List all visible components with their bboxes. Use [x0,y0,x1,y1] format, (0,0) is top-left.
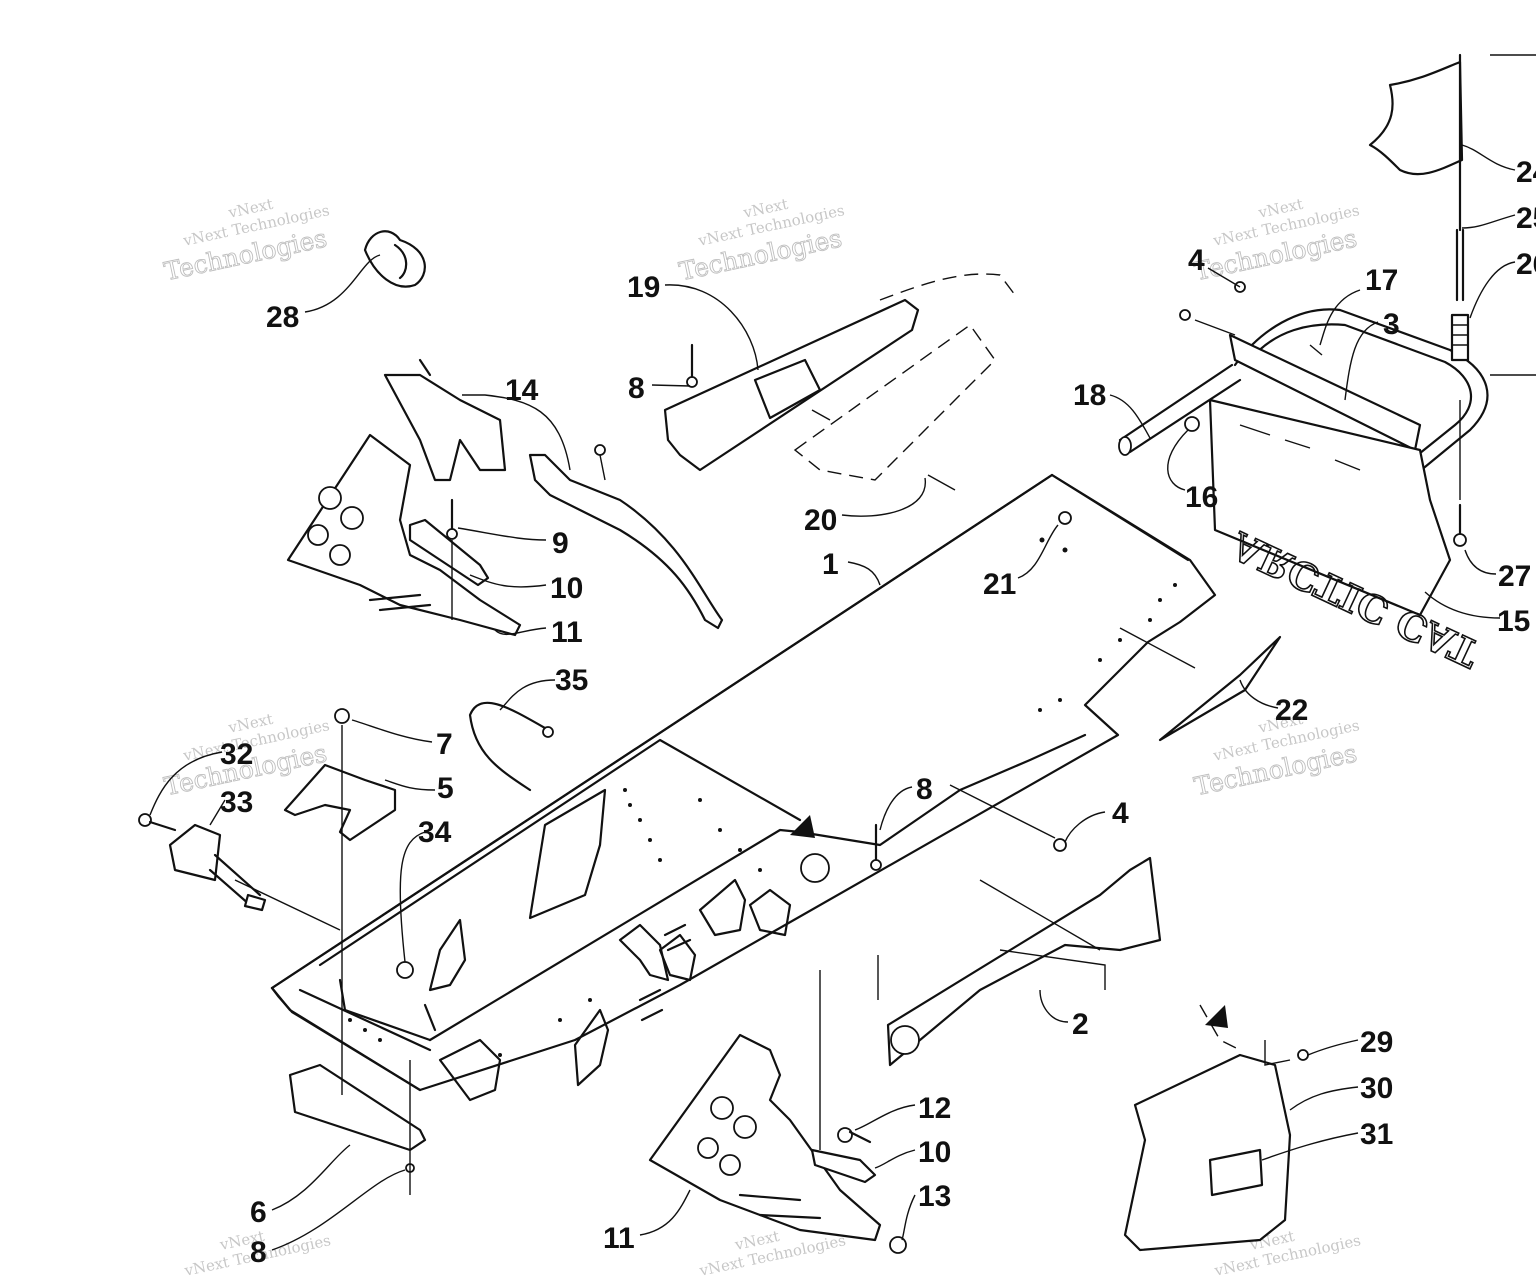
callout-14: 14 [505,374,539,407]
callout-2: 2 [1072,1008,1089,1041]
leader-lines [149,144,1516,1251]
callout-8-bottom: 8 [250,1236,267,1269]
callout-4-top: 4 [1188,244,1205,277]
callout-32: 32 [220,738,253,771]
callout-28: 28 [266,301,299,334]
part-upper-bracket [383,358,507,482]
callout-10-bottom: 10 [918,1136,951,1169]
callout-15: 15 [1497,605,1530,638]
part-handle-bracket [663,273,1016,491]
callout-33: 33 [220,786,253,819]
direction-arrows [790,815,1228,1028]
callout-13: 13 [918,1180,951,1213]
assembly-guide-lines [234,54,1536,1195]
part-footrest-left [286,433,522,637]
part-grab-bar [528,453,724,630]
callout-29: 29 [1360,1026,1393,1059]
callout-22: 22 [1275,694,1308,727]
part-side-rail [886,856,1162,1067]
part-cable [468,701,554,792]
callout-8-mid: 8 [916,773,933,806]
callout-20: 20 [804,504,837,537]
arrow-icon-left [790,815,815,838]
callout-34: 34 [418,816,452,849]
callout-1: 1 [822,548,839,581]
part-mount-bracket [283,763,397,842]
part-tunnel [270,473,1217,1102]
part-clamp [363,230,426,288]
part-small-bracket-upper [408,518,490,587]
callout-17: 17 [1365,264,1398,297]
callout-10-top: 10 [550,572,583,605]
callout-30: 30 [1360,1072,1393,1105]
arrow-icon-right [1205,1005,1228,1028]
callout-21: 21 [983,568,1016,601]
part-snow-flap: ARCTIC CAT [1208,398,1487,677]
callout-31: 31 [1360,1118,1393,1151]
callout-labels: 28 14 19 8 9 10 11 20 1 21 4 17 3 18 16 … [220,156,1536,1269]
callout-26: 26 [1516,248,1536,281]
callout-4-mid: 4 [1112,797,1129,830]
callout-18: 18 [1073,379,1106,412]
callout-11-top: 11 [551,616,583,649]
part-small-bracket-lower [810,1148,877,1184]
callout-12: 12 [918,1092,951,1125]
part-rear-cover [1123,1004,1292,1252]
tunnel-rivets [348,537,1177,1057]
callout-6: 6 [250,1196,267,1229]
part-taillight [168,823,267,912]
fasteners [138,281,1467,1254]
callout-5: 5 [437,772,454,805]
callout-35: 35 [555,664,588,697]
callout-25: 25 [1516,202,1536,235]
callout-16: 16 [1185,481,1218,514]
callout-24: 24 [1516,156,1536,189]
callout-7: 7 [436,728,453,761]
watermark-top-right: vNext vNext Technologies Technologies [1191,195,1361,287]
callout-11-bottom: 11 [603,1222,635,1255]
watermark-top-left: vNext vNext Technologies Technologies [161,195,331,287]
watermark-top-center: vNext vNext Technologies Technologies [676,195,846,287]
callout-3: 3 [1383,308,1400,341]
callout-27: 27 [1498,560,1531,593]
part-bottom-plate [288,1063,427,1152]
callout-9: 9 [552,527,569,560]
part-flag [1368,53,1470,362]
callout-8-top: 8 [628,372,645,405]
part-small-plate [1158,635,1282,742]
callout-19: 19 [627,271,660,304]
